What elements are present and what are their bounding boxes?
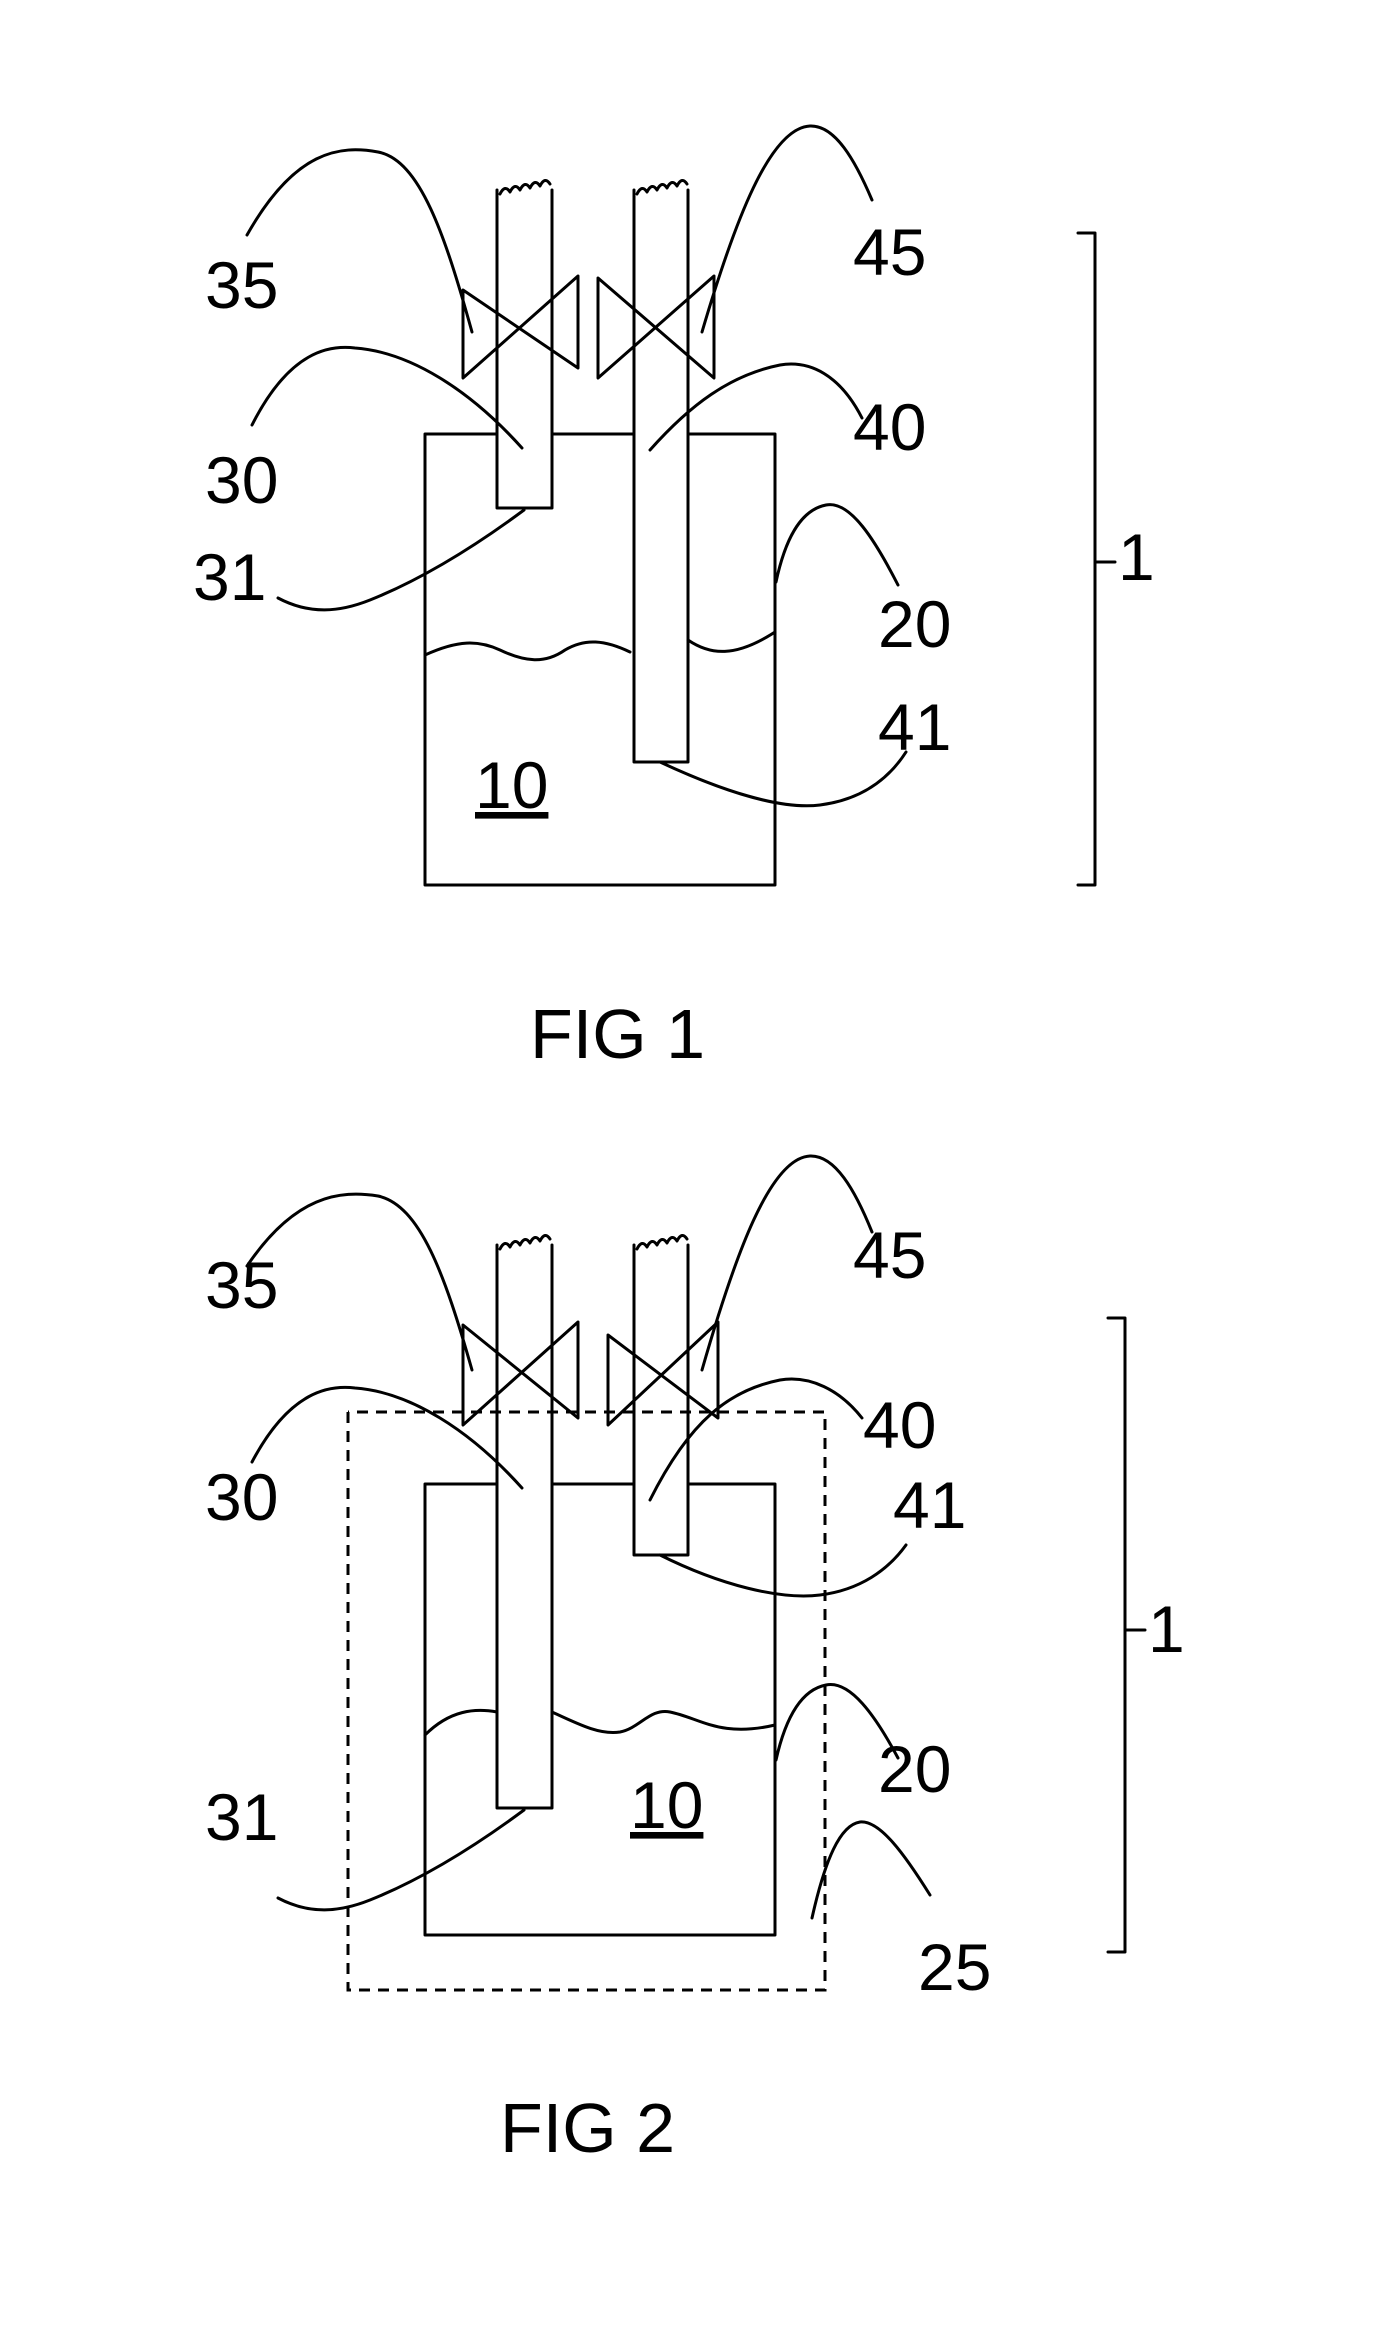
- fig1-outlet-cut-icon: [637, 180, 687, 194]
- fig2-liquid-surface-left: [425, 1710, 497, 1735]
- fig2-inlet-tube: [497, 1245, 552, 1808]
- fig2-leader-25: [812, 1822, 930, 1918]
- fig2-leader-30: [252, 1387, 522, 1488]
- fig1-inlet-tube: [497, 190, 552, 508]
- fig1-leader-35: [247, 150, 472, 332]
- fig2-label-45: 45: [853, 1218, 926, 1292]
- fig1-leader-20: [776, 505, 898, 585]
- figure-2: 35 30 31 45 40 41 20 25 10 1 FIG 2: [205, 1156, 1185, 2167]
- fig2-outlet-cut-icon: [637, 1235, 687, 1249]
- fig2-label-40: 40: [863, 1388, 936, 1462]
- fig1-label-20: 20: [878, 587, 951, 661]
- fig1-outlet-valve-icon: [598, 276, 714, 378]
- fig1-liquid-surface-right: [688, 632, 775, 651]
- fig1-label-35: 35: [205, 248, 278, 322]
- fig2-inlet-cut-icon: [500, 1235, 550, 1249]
- fig2-outlet-valve-icon: [608, 1322, 718, 1425]
- fig2-label-41: 41: [893, 1468, 966, 1542]
- fig1-leader-41: [660, 752, 906, 806]
- fig2-leader-45: [702, 1156, 872, 1370]
- fig1-label-10: 10: [475, 748, 548, 822]
- fig1-label-1: 1: [1118, 520, 1155, 594]
- fig2-leader-41: [660, 1545, 906, 1596]
- fig1-label-31: 31: [193, 540, 266, 614]
- fig2-outlet-tube: [634, 1245, 688, 1555]
- fig1-leader-31: [278, 510, 524, 610]
- fig1-label-30: 30: [205, 443, 278, 517]
- fig1-leader-45: [702, 126, 872, 332]
- fig1-inlet-cut-icon: [500, 180, 550, 194]
- fig2-label-30: 30: [205, 1460, 278, 1534]
- fig2-caption: FIG 2: [500, 2089, 675, 2167]
- fig1-outlet-tube: [634, 190, 688, 762]
- fig1-leader-40: [650, 364, 862, 450]
- fig2-label-35: 35: [205, 1248, 278, 1322]
- figure-1: 35 30 31 45 40 20 41 10 1 FIG 1: [193, 126, 1155, 1073]
- fig2-leader-35: [247, 1194, 472, 1370]
- fig2-label-10: 10: [630, 1768, 703, 1842]
- fig1-caption: FIG 1: [530, 995, 705, 1073]
- fig2-label-25: 25: [918, 1930, 991, 2004]
- fig2-label-1: 1: [1148, 1592, 1185, 1666]
- fig1-label-40: 40: [853, 390, 926, 464]
- fig2-liquid-surface-right: [552, 1711, 775, 1732]
- fig2-assembly-bracket: [1108, 1318, 1145, 1952]
- fig2-leader-40: [650, 1379, 862, 1500]
- fig1-label-45: 45: [853, 215, 926, 289]
- fig1-label-41: 41: [878, 690, 951, 764]
- fig2-enclosure-dashed: [348, 1412, 825, 1990]
- fig1-inlet-valve-icon: [463, 276, 578, 378]
- fig2-label-31: 31: [205, 1780, 278, 1854]
- fig2-inlet-valve-icon: [463, 1322, 578, 1425]
- fig2-label-20: 20: [878, 1732, 951, 1806]
- fig1-liquid-surface: [425, 642, 630, 660]
- fig1-assembly-bracket: [1078, 233, 1115, 885]
- fig2-leader-31: [278, 1810, 524, 1910]
